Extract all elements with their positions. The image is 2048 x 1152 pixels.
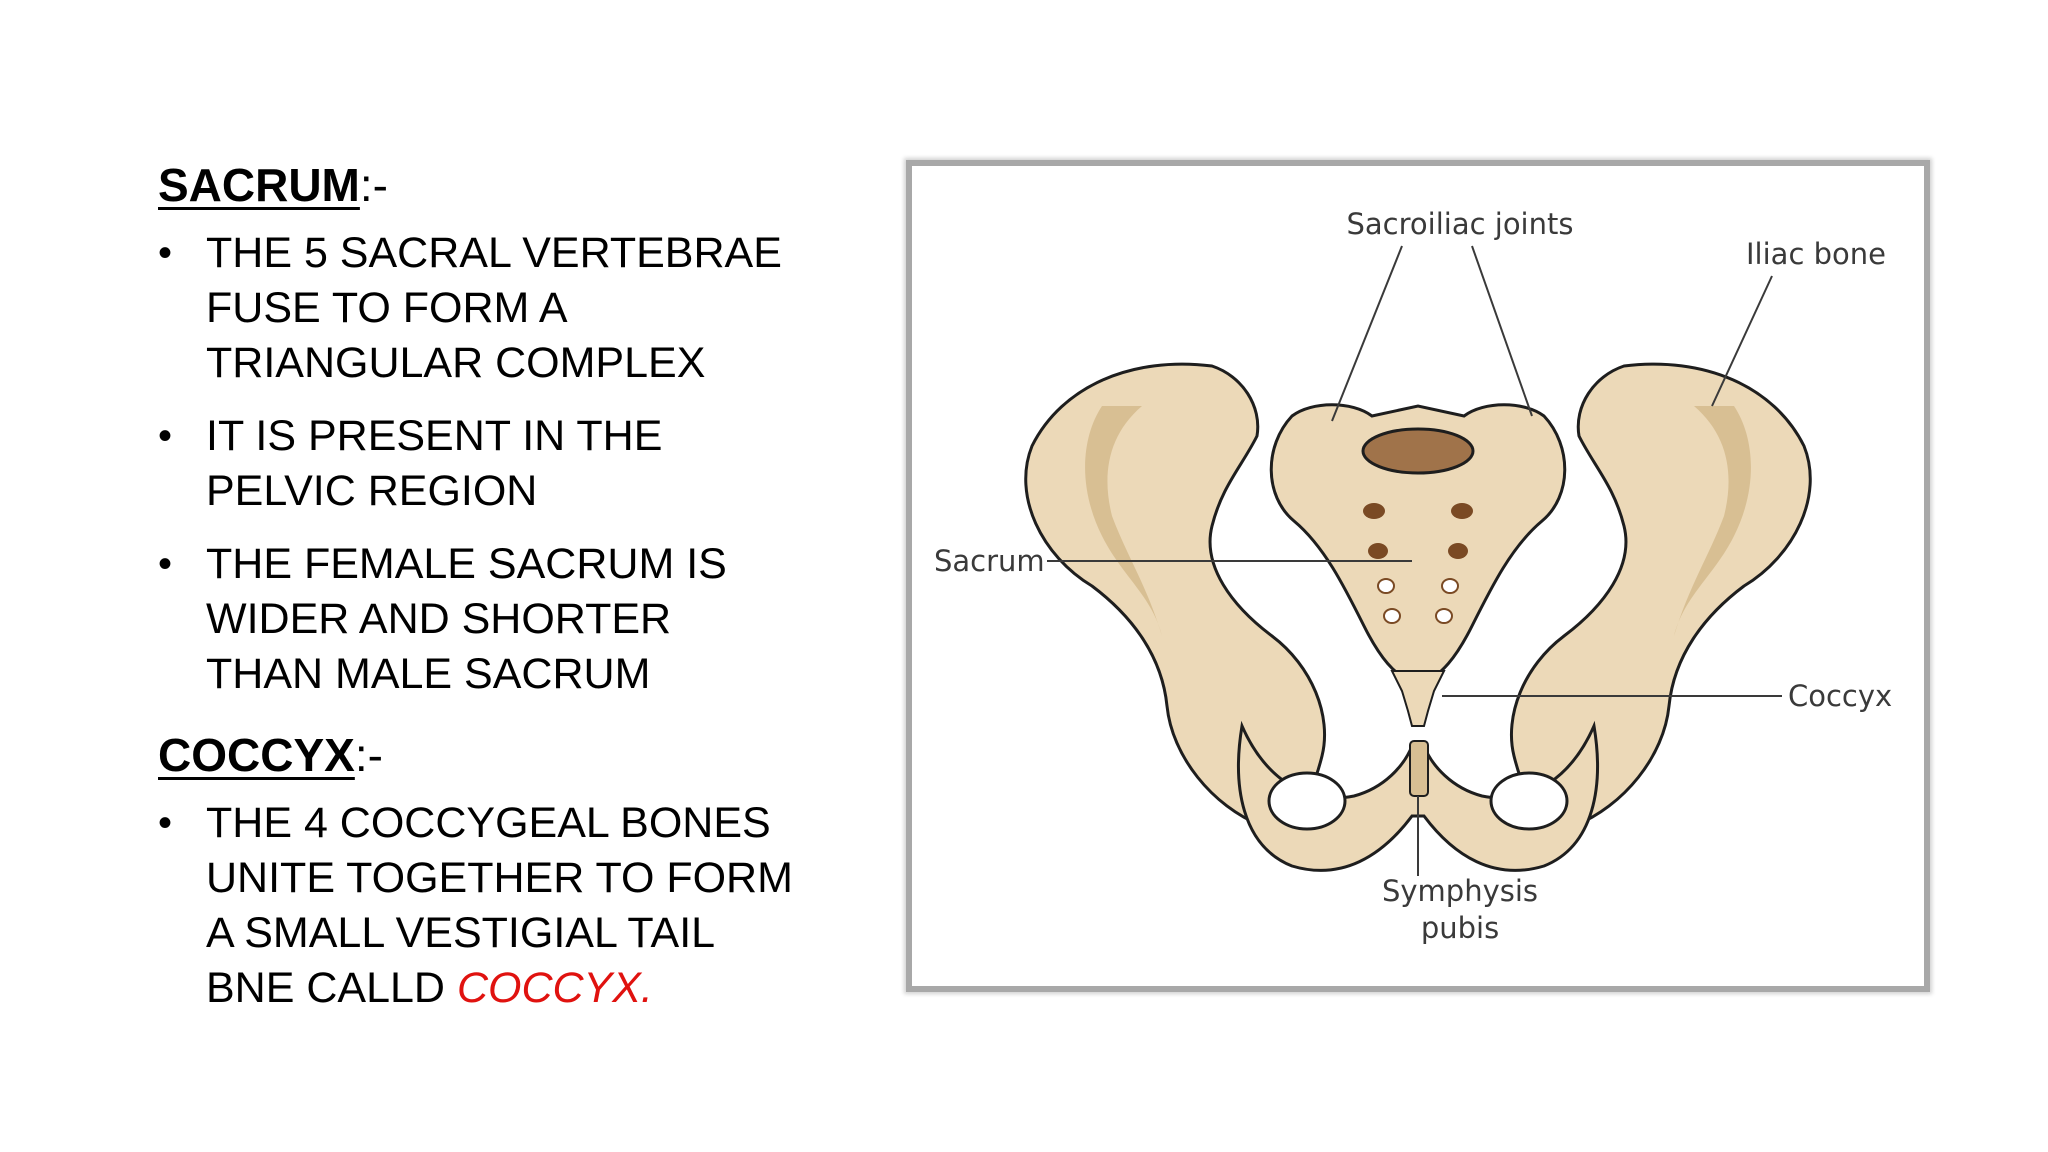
pelvis-figure: Sacroiliac joints Iliac bone Sacrum Cocc…: [906, 160, 1930, 992]
sacral-foramen: [1377, 578, 1395, 594]
text-column: SACRUM:- •THE 5 SACRAL VERTEBRAE FUSE TO…: [158, 150, 818, 1034]
coccyx-heading: COCCYX:-: [158, 720, 818, 790]
iliac-leader-line: [1711, 275, 1773, 407]
bullet-text: THE FEMALE SACRUM IS WIDER AND SHORTER T…: [206, 540, 727, 698]
label-sacrum: Sacrum: [934, 544, 1045, 578]
sacral-foramen: [1363, 503, 1385, 519]
sacrum-heading-word: SACRUM: [158, 159, 360, 211]
coccyx-emphasis: COCCYX.: [456, 964, 653, 1012]
left-obturator-foramen: [1267, 771, 1347, 831]
bullet-text: THE 4 COCCYGEAL BONES UNITE TOGETHER TO …: [206, 799, 793, 1012]
bullet-item: • THE FEMALE SACRUM IS WIDER AND SHORTER …: [158, 537, 818, 702]
pelvis-illustration: Sacroiliac joints Iliac bone Sacrum Cocc…: [934, 207, 1892, 945]
sacrum-bullet-list: • THE 5 SACRAL VERTEBRAE FUSE TO FORM A T…: [158, 226, 818, 702]
left-iliac-shading: [1085, 406, 1162, 636]
sacrum-heading: SACRUM:-: [158, 150, 818, 220]
bullet-dot-icon: •: [158, 414, 173, 458]
bullet-dot-icon: •: [158, 542, 173, 586]
bullet-item: • THE 4 COCCYGEAL BONES UNITE TOGETHER TO…: [158, 796, 818, 1016]
bullet-dot-icon: •: [158, 231, 173, 275]
sacral-foramen: [1451, 503, 1473, 519]
label-iliac-bone: Iliac bone: [1746, 237, 1886, 271]
sacrum-bone: [1269, 403, 1567, 688]
coccyx-heading-suffix: :-: [354, 729, 383, 781]
sacral-foramen: [1368, 543, 1388, 559]
sacroiliac-leader-line: [1471, 245, 1533, 417]
coccyx-bone: [1390, 670, 1446, 727]
label-pubis: pubis: [1421, 911, 1499, 945]
symphysis-pubis-joint: [1409, 740, 1429, 797]
bullet-text: IT IS PRESENT IN THE PELVIC REGION: [206, 412, 663, 515]
bullet-item: • THE 5 SACRAL VERTEBRAE FUSE TO FORM A T…: [158, 226, 818, 391]
bullet-text: THE 5 SACRAL VERTEBRAE FUSE TO FORM A TR…: [206, 229, 782, 387]
sacral-foramen: [1448, 543, 1468, 559]
label-sacroiliac-joints: Sacroiliac joints: [1347, 207, 1574, 241]
sacroiliac-leader-line: [1331, 245, 1403, 422]
coccyx-heading-word: COCCYX: [158, 729, 355, 781]
coccyx-bullet-list: • THE 4 COCCYGEAL BONES UNITE TOGETHER TO…: [158, 796, 818, 1016]
sacrum-heading-suffix: :-: [359, 159, 388, 211]
sacral-foramen: [1435, 608, 1453, 624]
right-iliac-shading: [1674, 406, 1751, 636]
sacral-promontory: [1361, 427, 1475, 475]
bullet-dot-icon: •: [158, 801, 173, 845]
label-coccyx: Coccyx: [1788, 679, 1892, 713]
bullet-item: • IT IS PRESENT IN THE PELVIC REGION: [158, 409, 818, 519]
sacral-foramen: [1441, 578, 1459, 594]
sacral-foramen: [1383, 608, 1401, 624]
label-symphysis: Symphysis: [1382, 874, 1538, 908]
right-obturator-foramen: [1489, 771, 1569, 831]
